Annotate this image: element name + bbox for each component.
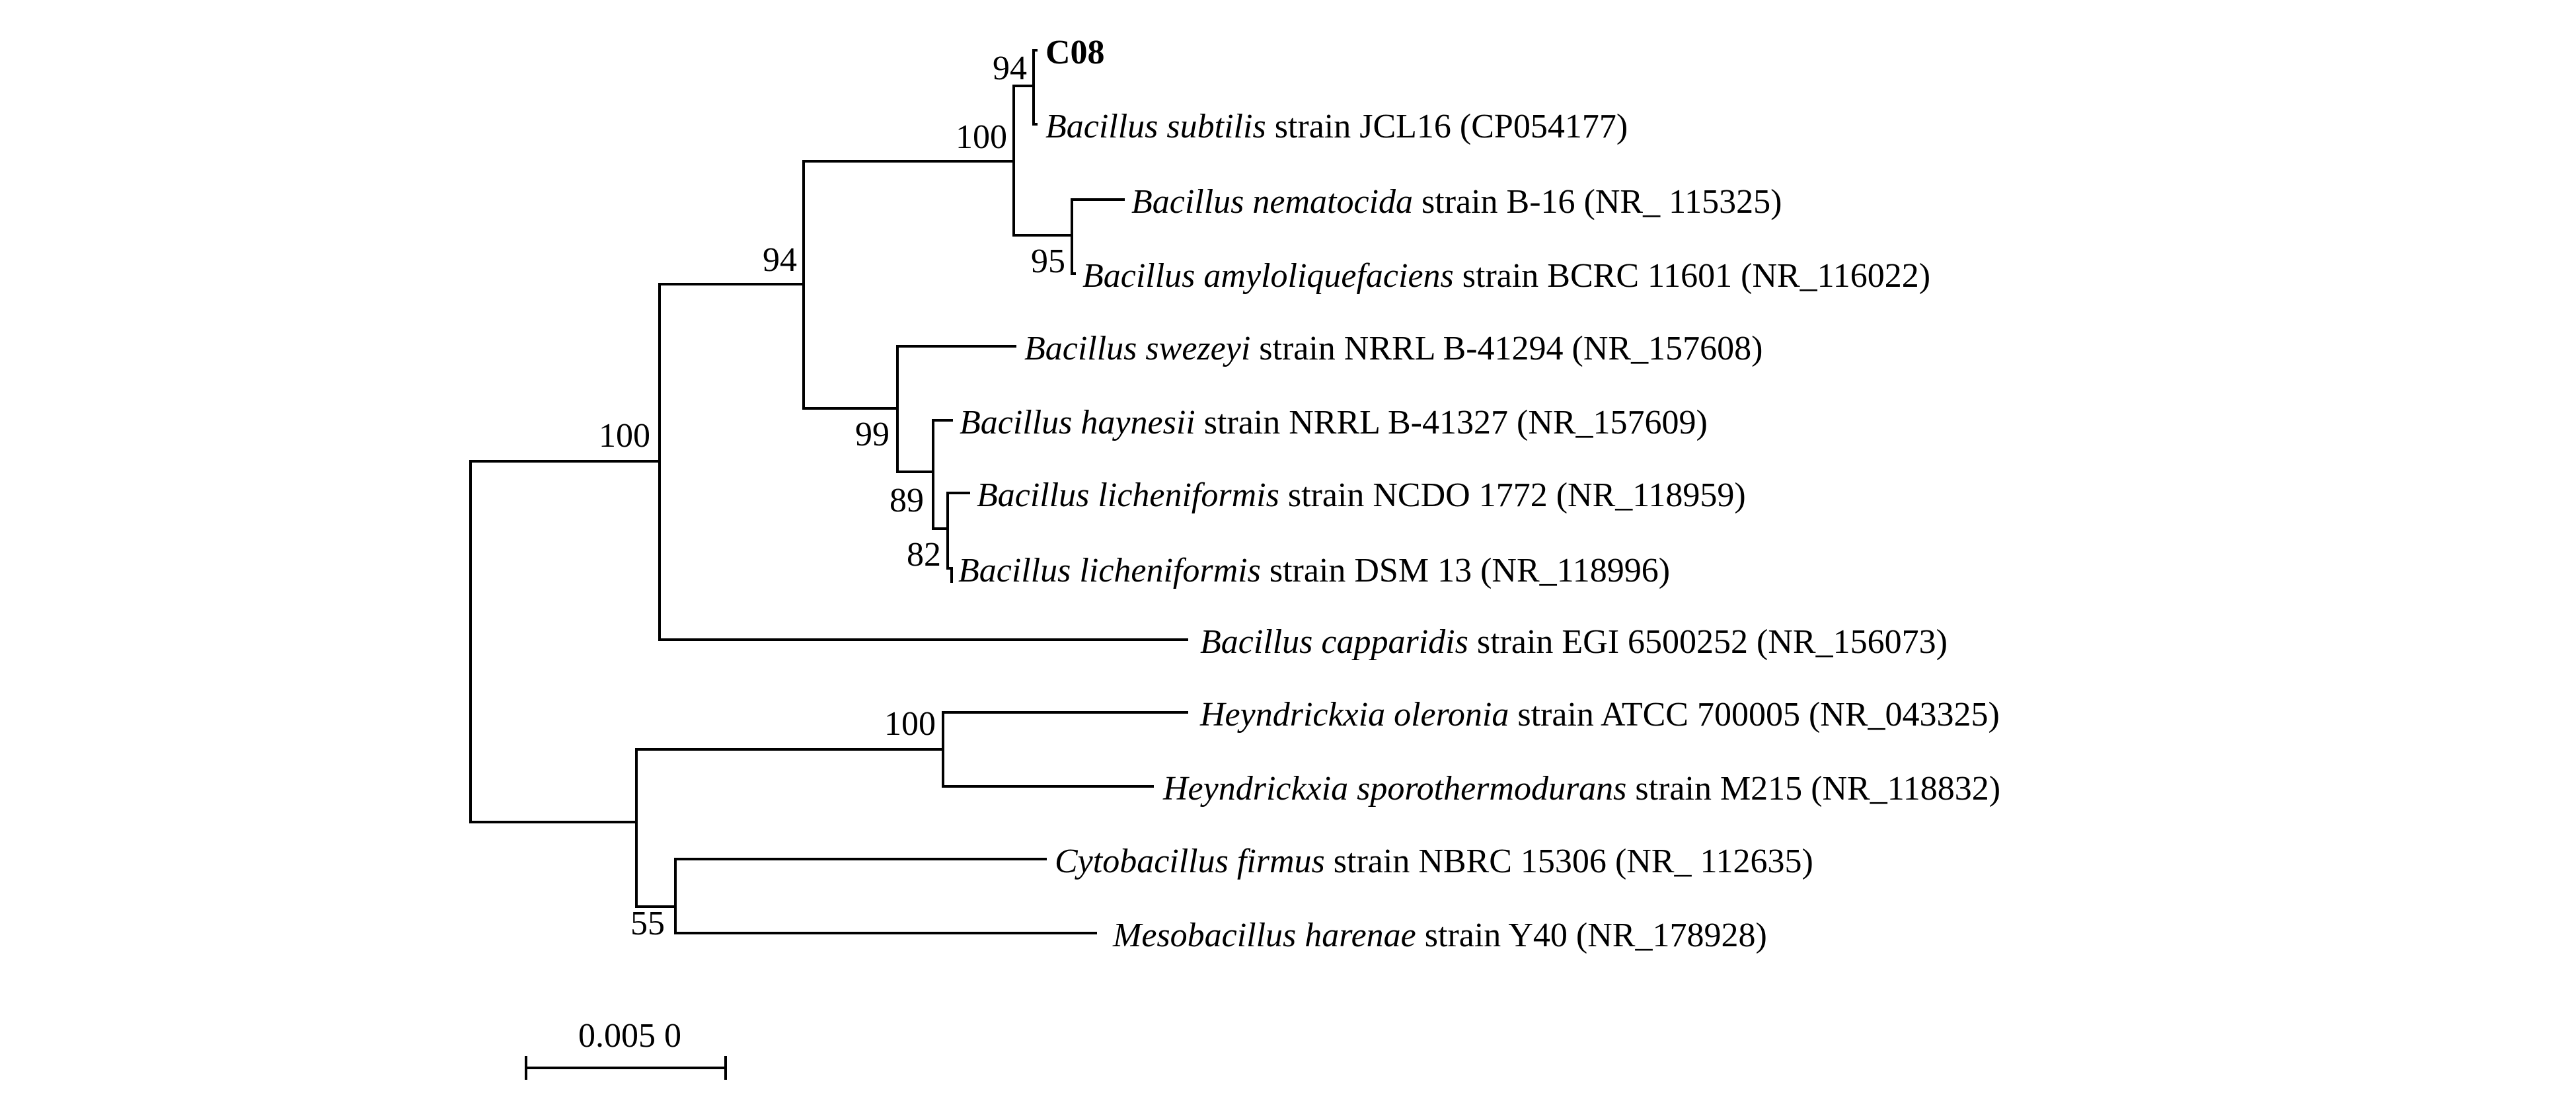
taxon-label-blic2: Bacillus licheniformis strain DSM 13 (NR… — [958, 552, 1670, 589]
taxon-label-bsub: Bacillus subtilis strain JCL16 (CP054177… — [1045, 108, 1628, 145]
bootstrap-value: 89 — [890, 482, 924, 519]
taxon-label-hspo: Heyndrickxia sporothermodurans strain M2… — [1162, 770, 2000, 808]
scale-bar-label: 0.005 0 — [578, 1017, 681, 1055]
scale-bar: 0.005 0 — [525, 1017, 727, 1080]
bootstrap-value: 82 — [907, 536, 941, 574]
taxon-label-bnem: Bacillus nematocida strain B-16 (NR_ 115… — [1131, 183, 1782, 221]
bootstrap-value: 100 — [956, 118, 1007, 156]
bootstrap-values: 94 100 95 94 99 89 82 100 100 55 — [599, 50, 1065, 942]
taxon-label-bswe: Bacillus swezeyi strain NRRL B-41294 (NR… — [1024, 330, 1762, 367]
taxon-label-bcap: Bacillus capparidis strain EGI 6500252 (… — [1200, 623, 1948, 661]
taxon-labels: C08 Bacillus subtilis strain JCL16 (CP05… — [958, 34, 2000, 954]
bootstrap-value: 100 — [884, 705, 936, 743]
scale-bar-line — [525, 1056, 727, 1080]
bootstrap-value: 94 — [763, 241, 797, 279]
taxon-label-bhay: Bacillus haynesii strain NRRL B-41327 (N… — [960, 404, 1708, 441]
bootstrap-value: 94 — [993, 50, 1027, 87]
taxon-label-cfir: Cytobacillus firmus strain NBRC 15306 (N… — [1055, 843, 1813, 880]
bootstrap-value: 95 — [1031, 243, 1065, 280]
taxon-label-bamy: Bacillus amyloliquefaciens strain BCRC 1… — [1082, 257, 1930, 295]
bootstrap-value: 99 — [855, 416, 890, 453]
taxon-label-hole: Heyndrickxia oleronia strain ATCC 700005… — [1199, 696, 2000, 734]
bootstrap-value: 55 — [630, 905, 665, 942]
tree-branches — [469, 49, 1188, 934]
bootstrap-value: 100 — [599, 417, 650, 455]
taxon-label-blic1: Bacillus licheniformis strain NCDO 1772 … — [977, 476, 1746, 514]
taxon-label-c08: C08 — [1045, 34, 1105, 71]
taxon-label-mhar: Mesobacillus harenae strain Y40 (NR_1789… — [1112, 917, 1767, 954]
